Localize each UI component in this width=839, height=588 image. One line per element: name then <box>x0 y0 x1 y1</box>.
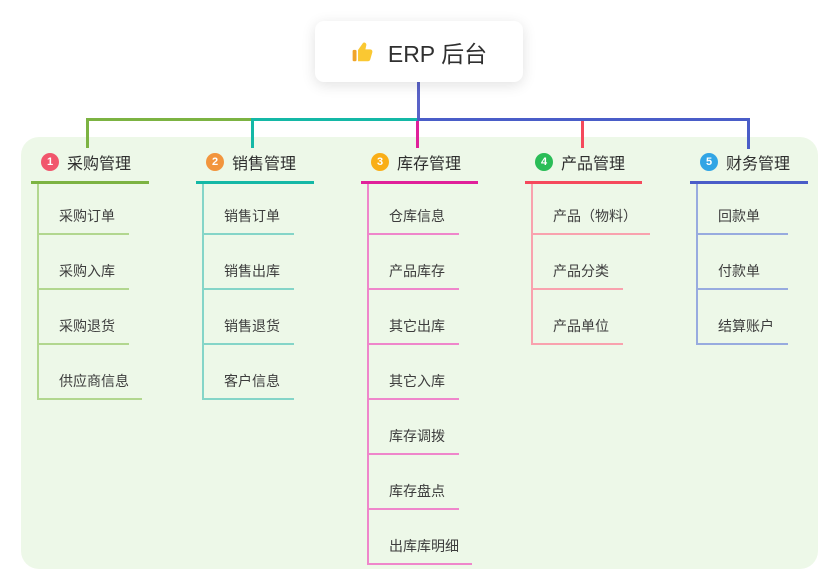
branch-sales-management: 2 销售管理 销售订单 销售出库 销售退货 客户信息 <box>196 146 314 400</box>
node-stock-taking[interactable]: 库存盘点 <box>369 455 459 510</box>
root-node-erp-backend[interactable]: ERP 后台 <box>315 21 523 82</box>
node-other-inbound[interactable]: 其它入库 <box>369 345 459 400</box>
node-sales-return[interactable]: 销售退货 <box>204 290 294 345</box>
branch-finance-management: 5 财务管理 回款单 付款单 结算账户 <box>690 146 808 345</box>
node-payment-order[interactable]: 付款单 <box>698 235 788 290</box>
node-product-stock[interactable]: 产品库存 <box>369 235 459 290</box>
branch-product-header[interactable]: 4 产品管理 <box>525 146 642 184</box>
node-product-material[interactable]: 产品（物料） <box>533 184 650 235</box>
branch-sales-header[interactable]: 2 销售管理 <box>196 146 314 184</box>
branch-inventory-management: 3 库存管理 仓库信息 产品库存 其它出库 其它入库 库存调拨 库存盘点 出库库… <box>361 146 478 565</box>
node-sales-order[interactable]: 销售订单 <box>204 184 294 235</box>
branch-children: 回款单 付款单 结算账户 <box>696 184 808 345</box>
node-purchase-return[interactable]: 采购退货 <box>39 290 129 345</box>
branch-title: 销售管理 <box>232 156 297 173</box>
branch-number-badge: 4 <box>535 153 553 171</box>
root-stem-connector <box>417 82 420 119</box>
connector-branch-5-drop <box>747 118 750 149</box>
branch-product-management: 4 产品管理 产品（物料） 产品分类 产品单位 <box>525 146 650 345</box>
connector-branch-3-drop <box>416 121 419 148</box>
node-customer-info[interactable]: 客户信息 <box>204 345 294 400</box>
node-outbound-detail[interactable]: 出库库明细 <box>369 510 472 565</box>
connector-branch-4-drop <box>581 121 584 148</box>
branch-inventory-header[interactable]: 3 库存管理 <box>361 146 478 184</box>
connector-branch-1-drop <box>86 118 89 148</box>
branch-children: 仓库信息 产品库存 其它出库 其它入库 库存调拨 库存盘点 出库库明细 <box>367 184 478 565</box>
mindmap-canvas-panel <box>21 137 818 569</box>
connector-branch-1 <box>86 118 253 121</box>
node-product-category[interactable]: 产品分类 <box>533 235 623 290</box>
thumbs-up-icon <box>351 39 377 65</box>
branch-title: 库存管理 <box>397 156 462 173</box>
branch-children: 采购订单 采购入库 采购退货 供应商信息 <box>37 184 149 400</box>
node-supplier-info[interactable]: 供应商信息 <box>39 345 142 400</box>
connector-branch-2-drop <box>251 118 254 148</box>
node-stock-transfer[interactable]: 库存调拨 <box>369 400 459 455</box>
node-purchase-order[interactable]: 采购订单 <box>39 184 129 235</box>
root-node-title: ERP 后台 <box>387 40 488 67</box>
connector-branch-5 <box>417 118 750 121</box>
branch-title: 财务管理 <box>726 156 791 173</box>
node-product-unit[interactable]: 产品单位 <box>533 290 623 345</box>
branch-number-badge: 1 <box>41 153 59 171</box>
branch-purchase-header[interactable]: 1 采购管理 <box>31 146 149 184</box>
branch-number-badge: 3 <box>371 153 389 171</box>
connector-branch-2 <box>251 118 419 121</box>
node-warehouse-info[interactable]: 仓库信息 <box>369 184 459 235</box>
branch-title: 采购管理 <box>67 156 132 173</box>
node-settlement-account[interactable]: 结算账户 <box>698 290 788 345</box>
node-receipt-order[interactable]: 回款单 <box>698 184 788 235</box>
branch-title: 产品管理 <box>561 156 626 173</box>
branch-children: 产品（物料） 产品分类 产品单位 <box>531 184 650 345</box>
node-sales-outbound[interactable]: 销售出库 <box>204 235 294 290</box>
branch-number-badge: 2 <box>206 153 224 171</box>
node-other-outbound[interactable]: 其它出库 <box>369 290 459 345</box>
node-purchase-inbound[interactable]: 采购入库 <box>39 235 129 290</box>
branch-children: 销售订单 销售出库 销售退货 客户信息 <box>202 184 314 400</box>
branch-purchase-management: 1 采购管理 采购订单 采购入库 采购退货 供应商信息 <box>31 146 149 400</box>
branch-finance-header[interactable]: 5 财务管理 <box>690 146 808 184</box>
branch-number-badge: 5 <box>700 153 718 171</box>
